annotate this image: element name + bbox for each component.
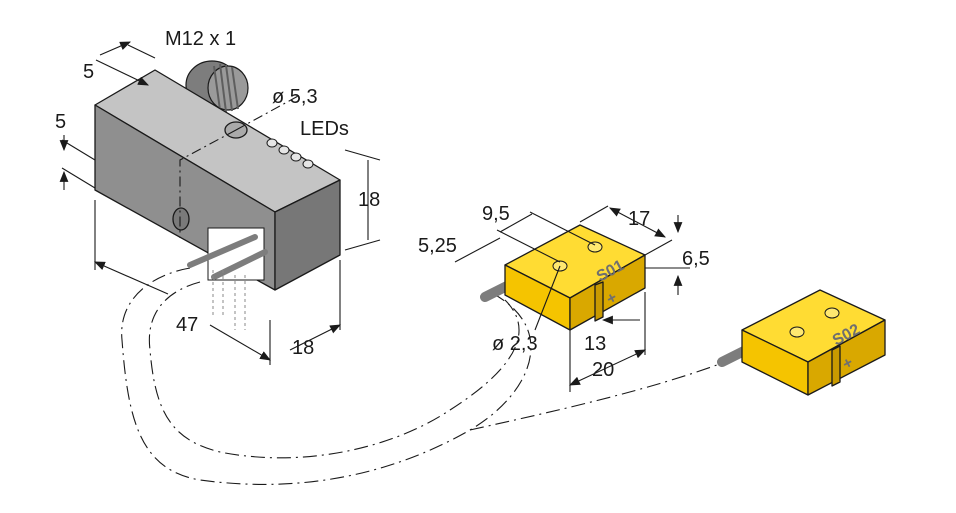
dim-width-18: 18 bbox=[292, 337, 314, 359]
sensor-block bbox=[94, 60, 341, 330]
hole-diameter-label: ø 5,3 bbox=[272, 86, 318, 108]
dim-top-5: 5 bbox=[83, 61, 94, 83]
dim-height-18: 18 bbox=[358, 189, 380, 211]
dim-20: 20 bbox=[592, 359, 614, 381]
cable-lines bbox=[121, 267, 726, 485]
led-indicators bbox=[266, 138, 314, 169]
leds-label: LEDs bbox=[300, 118, 349, 140]
dim-9-5: 9,5 bbox=[482, 203, 510, 225]
cable-s02 bbox=[469, 361, 726, 431]
dim-5-25: 5,25 bbox=[418, 235, 457, 257]
connector-pins bbox=[187, 227, 268, 330]
actuator-s01: S01 + bbox=[480, 224, 646, 331]
dim-6-5: 6,5 bbox=[682, 248, 710, 270]
cable-sensor-inner bbox=[148, 281, 520, 459]
dim-left-5: 5 bbox=[55, 111, 66, 133]
thread-label: M12 x 1 bbox=[165, 28, 236, 50]
dim-length-47: 47 bbox=[176, 314, 198, 336]
s01-hole-diameter: ø 2,3 bbox=[492, 333, 538, 355]
actuator-s02: S02 + bbox=[717, 289, 886, 396]
sensor-dimensions bbox=[59, 41, 381, 365]
cable-sensor-outer bbox=[121, 267, 532, 485]
dim-13: 13 bbox=[584, 333, 606, 355]
dim-17: 17 bbox=[628, 208, 650, 230]
front-mounting-hole bbox=[172, 207, 190, 231]
actuator-s01-dimensions bbox=[454, 205, 690, 392]
